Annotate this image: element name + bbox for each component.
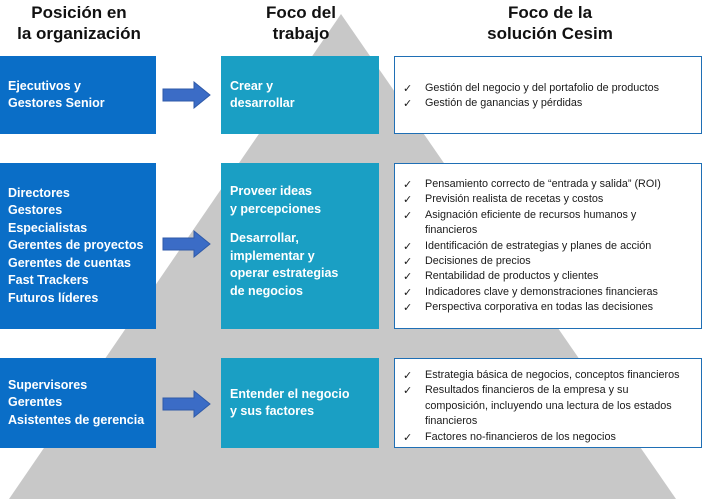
focus-label: implementar y [230,248,315,263]
focus-label: Desarrollar, [230,231,299,245]
role-box-executives: Ejecutivos y Gestores Senior [0,56,156,134]
focus-label: Crear y [230,78,274,93]
role-box-supervisors: Supervisores Gerentes Asistentes de gere… [0,358,156,448]
check-icon: ✓ [403,430,413,444]
role-label: Gerentes [8,395,63,410]
solution-box-executives: ✓ Gestión del negocio y del portafolio d… [394,56,702,134]
role-label: Gerentes de cuentas [8,255,131,270]
role-label: Gestores Senior [8,96,105,110]
role-label: Supervisores [8,377,88,392]
role-box-directors: Directores Gestores Especialistas Gerent… [0,163,156,329]
solution-item: ✓ Indicadores clave y demonstraciones fi… [403,285,658,299]
check-icon: ✓ [403,178,413,191]
role-label: Ejecutivos y [8,78,81,93]
focus-label: de negocios [230,283,303,298]
focus-label: Entender el negocio [230,386,350,401]
solution-box-supervisors: ✓ Estrategia básica de negocios, concept… [394,358,702,448]
solution-item: ✓ Gestión del negocio y del portafolio d… [403,82,660,95]
solution-item: ✓ Perspectiva corporativa en todas las d… [403,301,654,315]
solution-item: ✓ Gestión de ganancias y pérdidas [403,97,583,111]
focus-label: y sus factores [230,404,315,418]
check-icon: ✓ [403,239,413,253]
solution-item: ✓ Rentabilidad de productos y clientes [403,270,599,284]
solution-item: ✓ Resultados financieros de la empresa y… [403,384,672,428]
header-focus-line: Foco del [266,3,336,22]
solution-box-directors: ✓ Pensamiento correcto de “entrada y sal… [394,163,702,329]
solution-item: ✓ Identificación de estrategias y planes… [403,239,652,253]
header-position-line: Posición en [31,3,127,22]
check-icon: ✓ [403,255,413,269]
solution-item: ✓ Factores no-financieros de los negocio… [403,430,616,444]
check-icon: ✓ [403,301,413,315]
right-arrow-icon [162,81,211,109]
role-label: Gerentes de proyectos [8,238,144,253]
role-label: Especialistas [8,220,88,235]
focus-box-create: Crear y desarrollar [221,56,379,134]
role-label: Gestores [8,203,63,218]
solution-item: ✓ Asignación eficiente de recursos human… [403,208,637,237]
header-solution-line: solución Cesim [487,24,613,43]
header-position-line: la organización [17,24,141,43]
role-label: Asistentes de gerencia [8,412,145,427]
right-arrow-icon [162,230,211,258]
check-icon: ✓ [403,270,413,284]
check-icon: ✓ [403,208,413,222]
solution-item: ✓ Decisiones de precios [403,255,531,269]
header-focus: Foco del trabajo [222,2,380,44]
solution-item: ✓ Estrategia básica de negocios, concept… [403,369,680,382]
header-solution-line: Foco de la [507,3,593,22]
focus-label: y percepciones [230,201,322,216]
focus-label: desarrollar [230,96,295,110]
check-icon: ✓ [403,97,413,111]
focus-label: operar estrategias [230,266,339,280]
role-label: Futuros líderes [8,290,99,305]
role-label: Directores [8,185,70,200]
header-position: Posición en la organización [0,2,158,44]
right-arrow-icon [162,390,211,418]
focus-box-understand: Entender el negocio y sus factores [221,358,379,448]
focus-label: Proveer ideas [230,184,312,198]
role-label: Fast Trackers [8,273,89,288]
focus-box-provide: Proveer ideas y percepciones Desarrollar… [221,163,379,329]
header-focus-line: trabajo [272,24,330,43]
check-icon: ✓ [403,384,413,398]
check-icon: ✓ [403,285,413,299]
solution-item: ✓ Previsión realista de recetas y costos [403,193,604,207]
check-icon: ✓ [403,193,413,207]
header-solution: Foco de la solución Cesim [395,2,702,44]
solution-item: ✓ Pensamiento correcto de “entrada y sal… [403,178,661,191]
check-icon: ✓ [403,369,413,382]
check-icon: ✓ [403,82,413,95]
